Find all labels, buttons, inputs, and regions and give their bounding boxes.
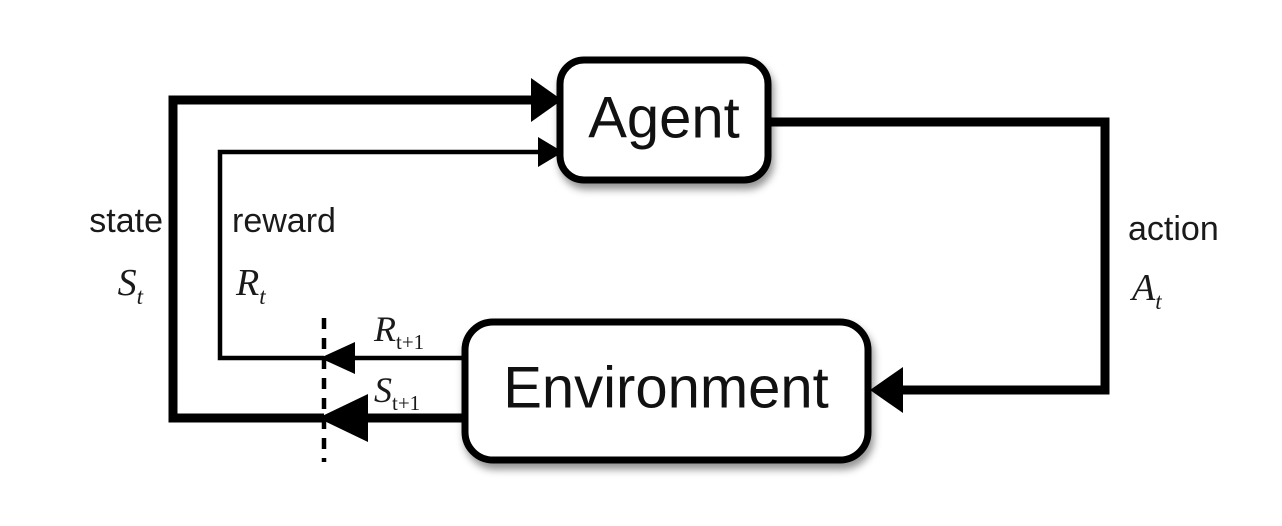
reward-symbol-base: R	[235, 262, 259, 304]
environment-node[interactable]: Environment	[461, 318, 872, 464]
state-symbol-base: S	[118, 262, 137, 304]
state-next-arrowhead	[318, 394, 368, 442]
action-symbol-base: A	[1129, 267, 1156, 309]
reward-next-symbol-base: R	[373, 309, 396, 349]
reward-next-wire	[320, 342, 468, 374]
state-label-group: state St	[89, 202, 163, 309]
agent-node[interactable]: Agent	[556, 56, 772, 184]
reward-word-label: reward	[232, 202, 336, 240]
reward-next-symbol-label: Rt+1	[373, 309, 424, 354]
environment-label: Environment	[503, 355, 829, 420]
reward-next-label-group: Rt+1	[373, 309, 424, 354]
action-arrowhead	[870, 367, 903, 413]
state-arrowhead	[531, 78, 562, 122]
state-next-symbol-subscript: t+1	[392, 391, 420, 415]
reward-arrowhead	[538, 137, 563, 167]
reward-next-symbol-subscript: t+1	[396, 330, 424, 354]
state-symbol-subscript: t	[137, 284, 144, 309]
agent-label: Agent	[588, 85, 740, 150]
reward-symbol-label: Rt	[235, 262, 266, 309]
state-wire	[168, 78, 562, 423]
action-symbol-label: At	[1129, 267, 1162, 314]
action-label-group: action At	[1128, 210, 1219, 314]
action-wire	[768, 117, 1110, 413]
state-symbol-label: St	[118, 262, 144, 309]
reward-label-group: reward Rt	[232, 202, 336, 309]
action-symbol-subscript: t	[1155, 289, 1162, 314]
reward-symbol-subscript: t	[259, 284, 266, 309]
state-word-label: state	[89, 202, 163, 240]
environment-box	[461, 318, 872, 464]
action-word-label: action	[1128, 210, 1219, 248]
state-next-wire	[318, 394, 468, 442]
reward-next-arrowhead	[320, 342, 355, 374]
state-next-symbol-base: S	[374, 370, 392, 410]
state-next-symbol-label: St+1	[374, 370, 420, 415]
state-next-label-group: St+1	[374, 370, 420, 415]
reward-wire	[217, 137, 563, 361]
agent-box	[556, 56, 772, 184]
